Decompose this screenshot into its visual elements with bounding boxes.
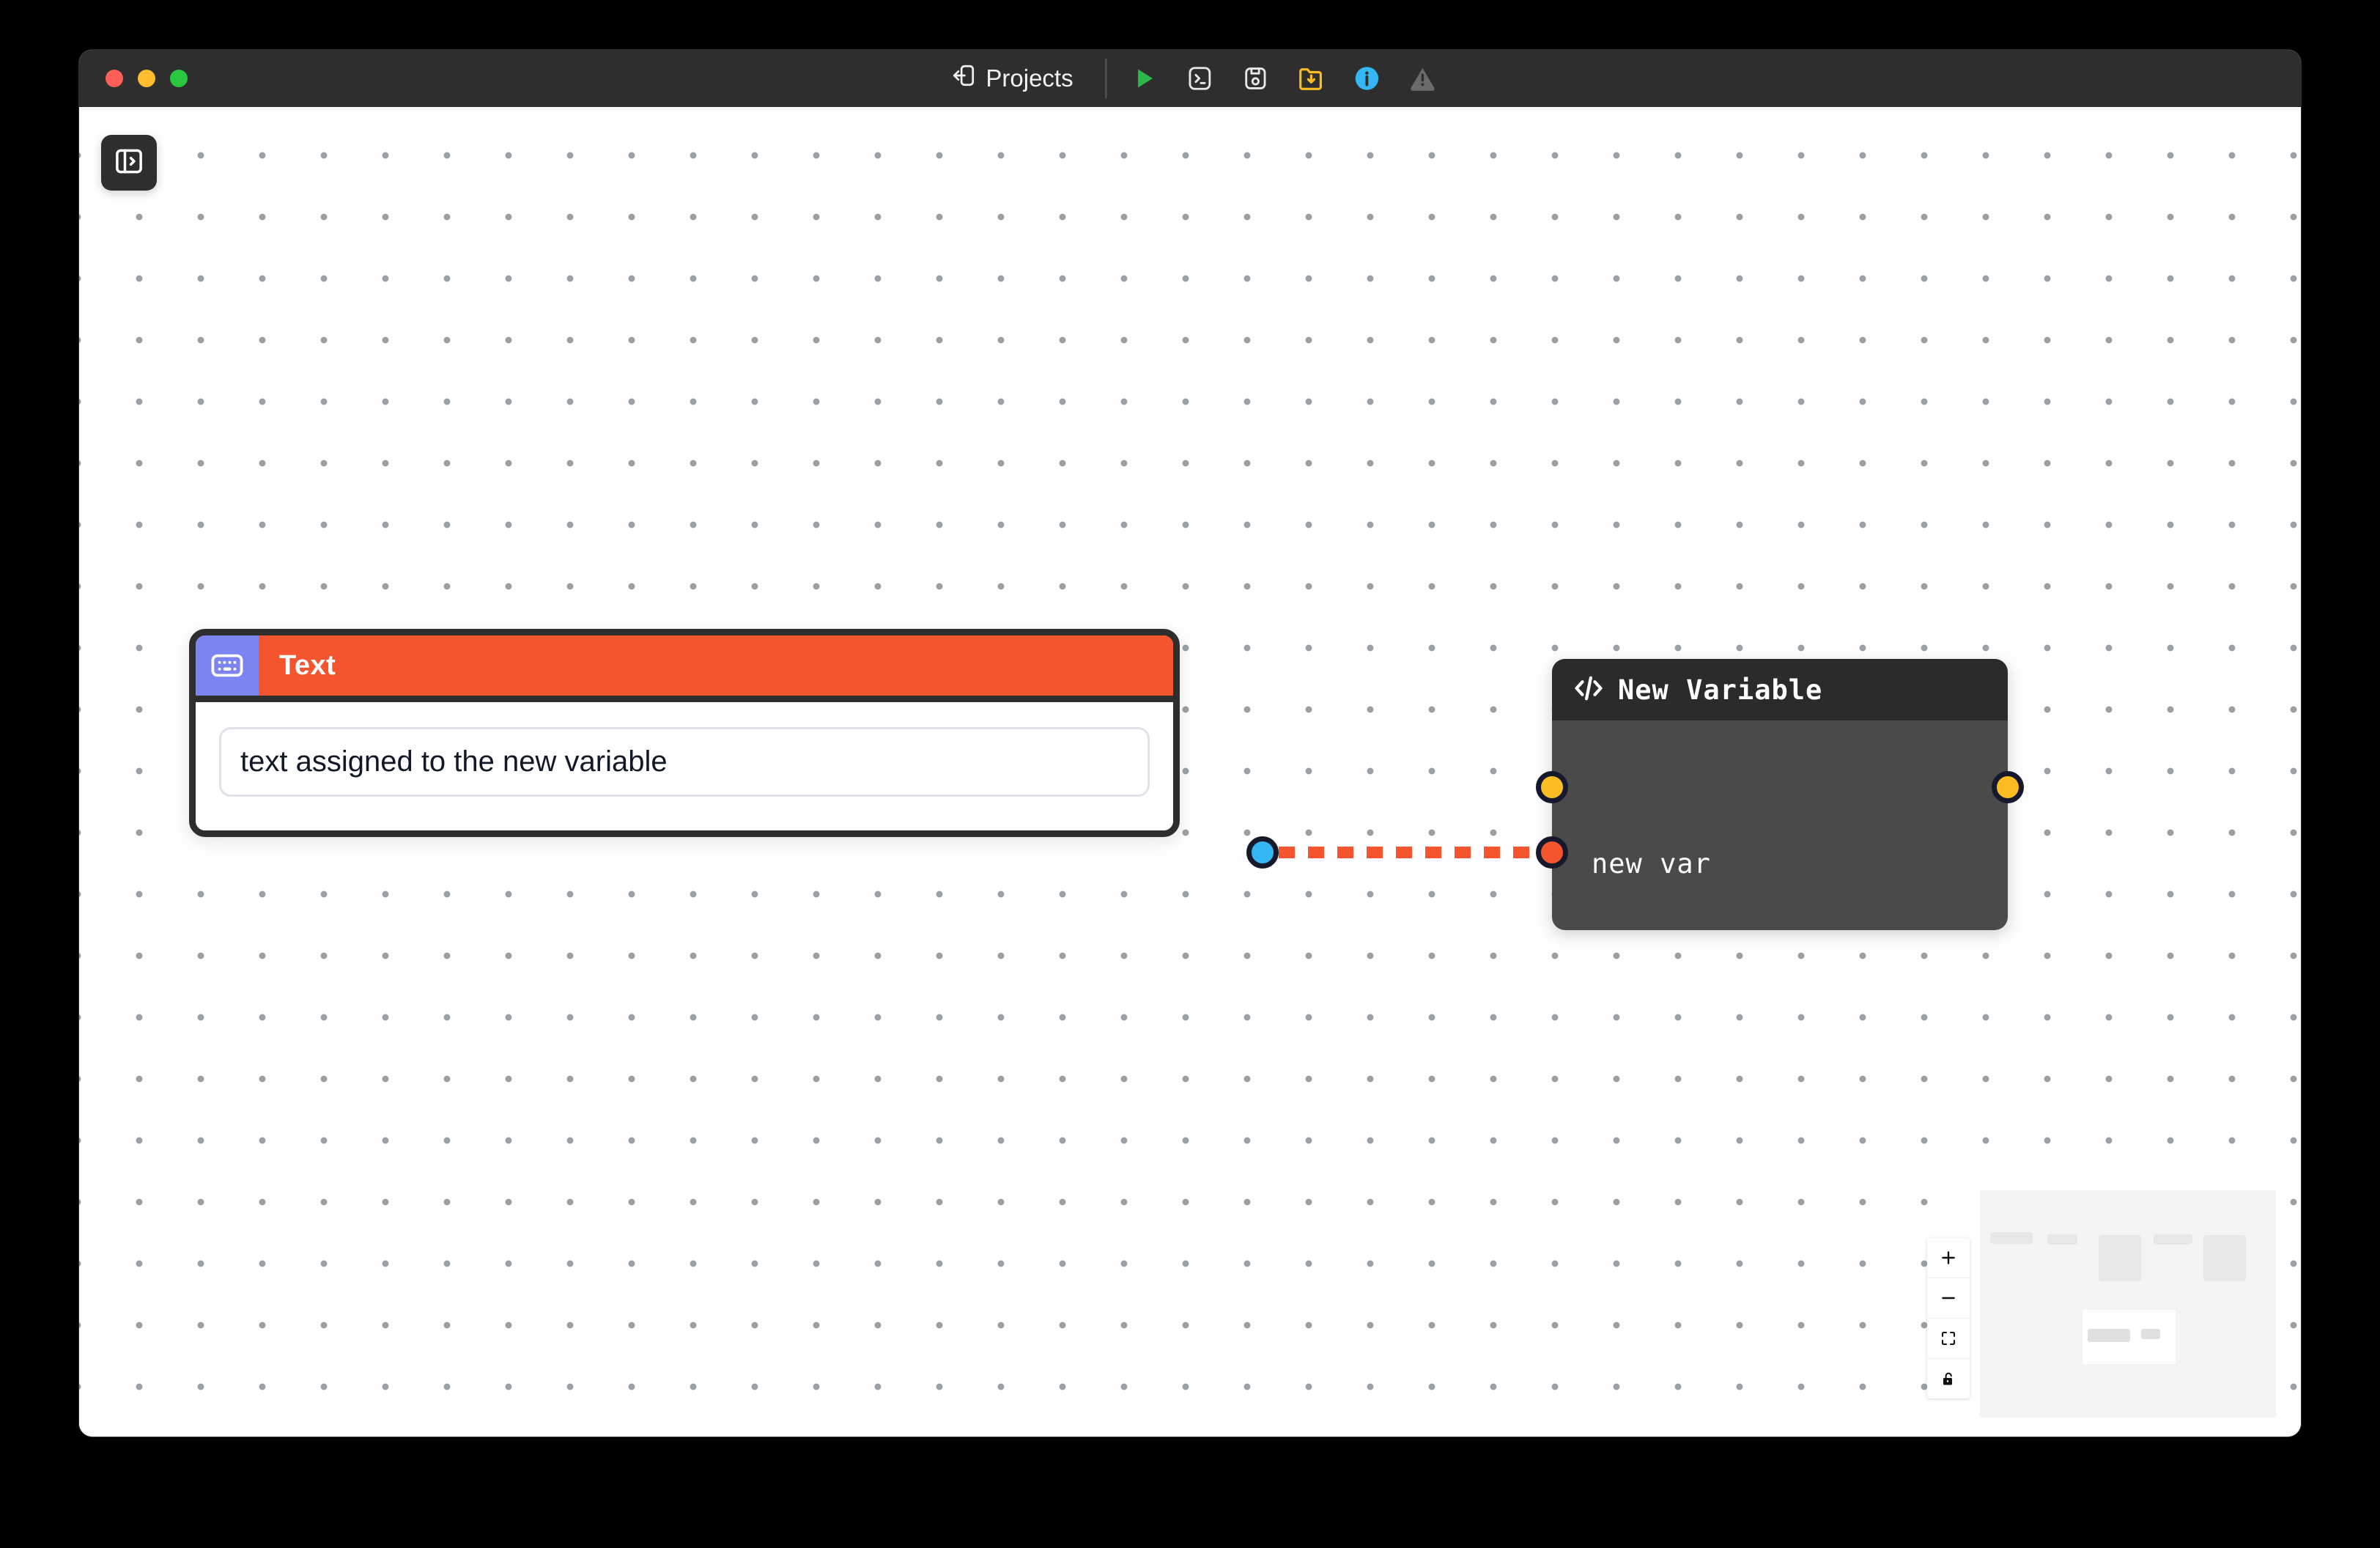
fit-view-button[interactable] — [1927, 1319, 1970, 1359]
minimap-viewport[interactable] — [2082, 1310, 2176, 1364]
run-icon[interactable] — [1128, 62, 1161, 95]
minimap-node — [2099, 1235, 2141, 1281]
keyboard-icon — [196, 635, 259, 696]
text-node-body — [196, 702, 1173, 830]
text-node-title: Text — [279, 649, 336, 681]
text-to-newvariable-edge[interactable] — [1279, 847, 1537, 858]
maximize-button[interactable] — [170, 70, 188, 87]
text-output-port[interactable] — [1246, 836, 1279, 869]
exec-input-port[interactable] — [1536, 771, 1568, 803]
toolbar-icon-group — [1128, 62, 1440, 95]
toolbar-divider — [1105, 59, 1107, 98]
exec-output-port[interactable] — [1992, 771, 2024, 803]
new-variable-title: New Variable — [1618, 674, 1823, 706]
close-button[interactable] — [106, 70, 123, 87]
text-node[interactable]: Text — [189, 629, 1180, 837]
exit-arrow-icon — [952, 63, 977, 94]
minimap-node — [2154, 1234, 2192, 1245]
app-window: Projects — [79, 50, 2301, 1437]
minimap-node — [2203, 1235, 2246, 1281]
code-brackets-icon — [1571, 672, 1606, 708]
new-variable-body: new var — [1552, 720, 2008, 930]
new-variable-header: New Variable — [1552, 659, 2008, 720]
text-value-input[interactable] — [219, 727, 1150, 797]
projects-label: Projects — [986, 64, 1073, 92]
panel-open-icon — [113, 145, 145, 181]
minimize-button[interactable] — [138, 70, 155, 87]
terminal-icon[interactable] — [1183, 62, 1217, 95]
traffic-lights — [106, 70, 188, 87]
zoom-out-button[interactable] — [1927, 1278, 1970, 1319]
info-icon[interactable] — [1350, 62, 1384, 95]
zoom-in-button[interactable] — [1927, 1238, 1970, 1278]
zoom-controls — [1927, 1238, 1970, 1398]
projects-button[interactable]: Projects — [940, 59, 1084, 98]
text-node-header: Text — [196, 635, 1173, 702]
minimap-viewport-node — [2088, 1329, 2130, 1342]
lock-button[interactable] — [1927, 1359, 1970, 1398]
sidebar-toggle-button[interactable] — [101, 135, 157, 191]
new-variable-node[interactable]: New Variable new var — [1552, 659, 2008, 930]
warning-icon[interactable] — [1406, 62, 1440, 95]
save-icon[interactable] — [1239, 62, 1273, 95]
node-canvas[interactable]: Text New Variable new var — [79, 107, 2301, 1437]
minimap[interactable] — [1980, 1190, 2276, 1418]
minimap-node — [1990, 1232, 2033, 1244]
load-icon[interactable] — [1295, 62, 1328, 95]
minimap-viewport-node — [2141, 1329, 2160, 1339]
value-input-port[interactable] — [1536, 836, 1568, 869]
toolbar: Projects — [940, 59, 1439, 98]
window-titlebar: Projects — [79, 50, 2301, 107]
new-variable-row-label: new var — [1592, 848, 1711, 880]
minimap-node — [2047, 1234, 2077, 1245]
